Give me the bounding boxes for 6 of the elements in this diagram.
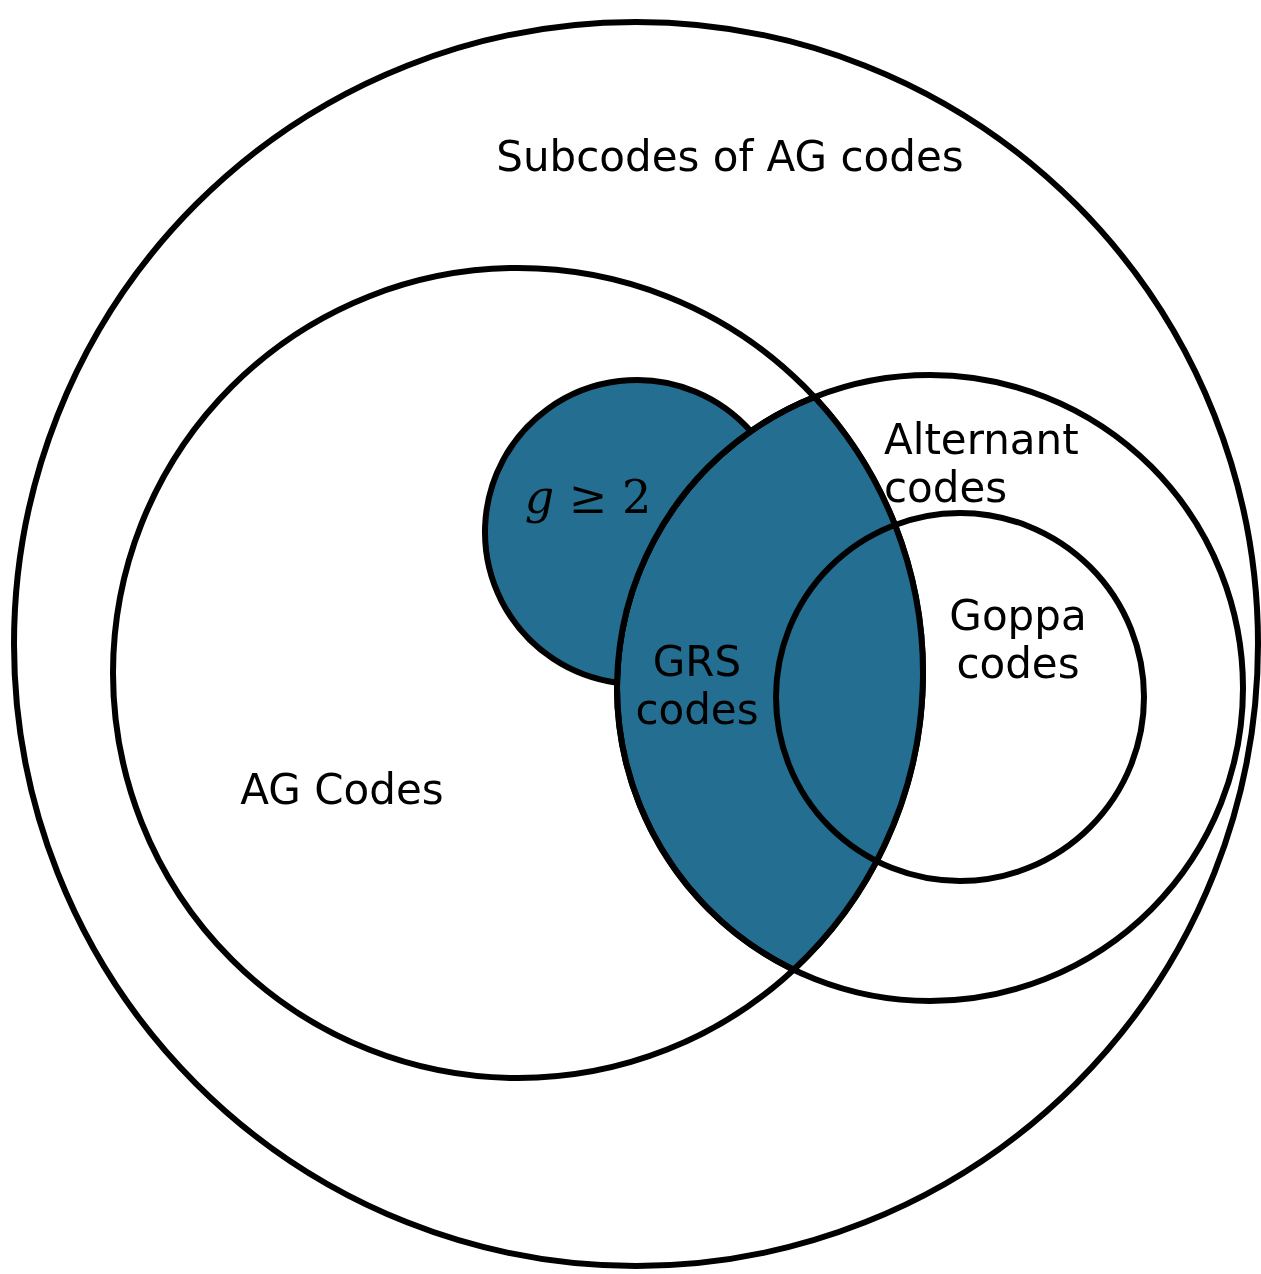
set-label: Alternant codes <box>884 416 1080 512</box>
set-circle <box>776 513 1144 881</box>
set-label: Goppa codes <box>948 592 1088 688</box>
set-label: Subcodes of AG codes <box>496 133 964 181</box>
set-label: AG Codes <box>240 766 444 814</box>
set-circle <box>14 22 1258 1266</box>
